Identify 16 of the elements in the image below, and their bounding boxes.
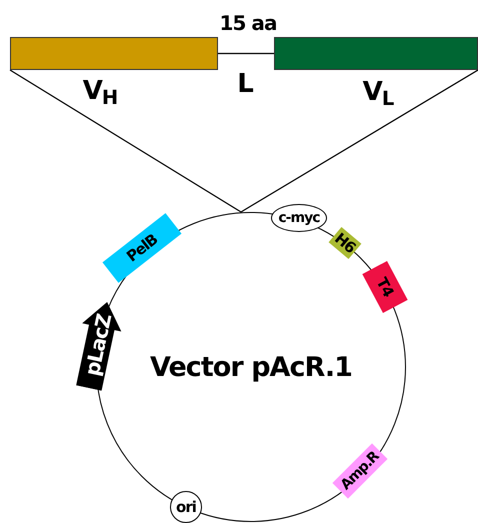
- linker-label: L: [237, 71, 253, 97]
- feature-label: ori: [176, 500, 196, 514]
- light-chain-bar: [274, 37, 478, 70]
- heavy-chain-bar: [10, 37, 218, 70]
- feature-label: c-myc: [278, 211, 320, 225]
- connector-line: [218, 52, 274, 54]
- chain-label: V$_{H}$: [82, 78, 118, 104]
- chain-label: V$_{L}$: [362, 79, 394, 105]
- feature-label: T4: [374, 275, 396, 299]
- feature-label: pLacZ: [82, 312, 114, 378]
- plasmid-name: Vector pAcR.1: [150, 354, 352, 380]
- edge-label: 15 aa: [220, 12, 276, 32]
- feature-label: H6: [332, 230, 358, 256]
- connector-line: [240, 69, 478, 213]
- tag-ellipse: [271, 204, 327, 232]
- connector-line: [10, 69, 242, 213]
